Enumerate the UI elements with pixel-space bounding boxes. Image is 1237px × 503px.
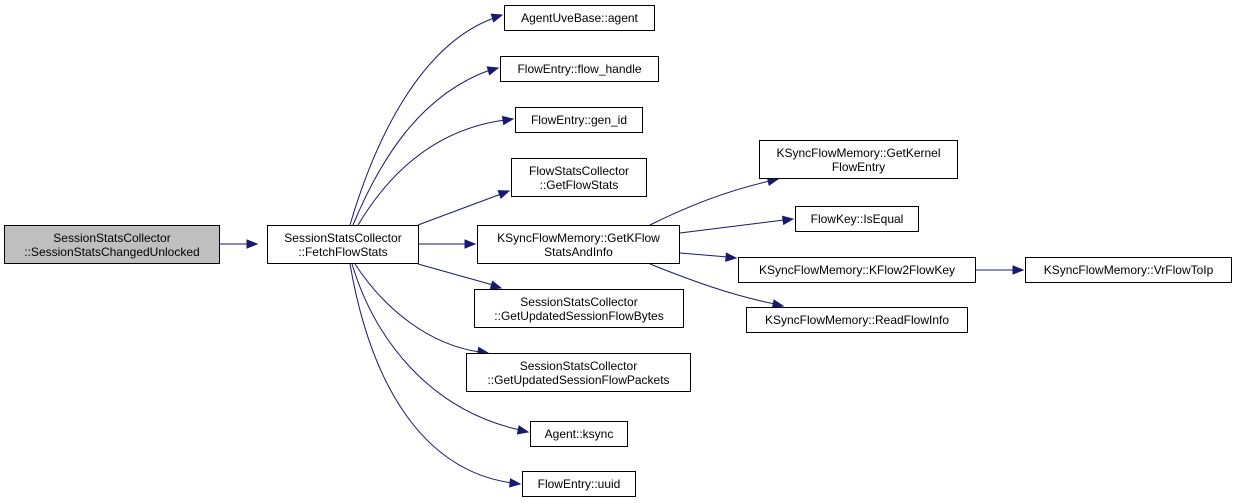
edge-fetch-ksync-arrowhead <box>516 425 530 435</box>
node-ksync-read-flow-info[interactable]: KSyncFlowMemory::ReadFlowInfo <box>746 307 968 333</box>
edge-fetch-flowhandle-arrowhead <box>486 66 500 76</box>
node-ksync-get-kernel-flow-entry[interactable]: KSyncFlowMemory::GetKernel FlowEntry <box>759 140 958 179</box>
node-session-stats-changed-unlocked[interactable]: SessionStatsCollector ::SessionStatsChan… <box>4 225 220 264</box>
node-ksync-get-kflow-stats-and-info[interactable]: KSyncFlowMemory::GetKFlow StatsAndInfo <box>477 225 680 264</box>
edge-getkflow-isequal-arrowhead <box>781 215 795 226</box>
node-flow-stats-collector-get-flow-stats[interactable]: FlowStatsCollector ::GetFlowStats <box>511 158 647 197</box>
edge-fetch-genid <box>357 119 506 226</box>
node-label-line: KSyncFlowMemory::ReadFlowInfo <box>764 313 950 327</box>
node-ksync-kflow2-flow-key[interactable]: KSyncFlowMemory::KFlow2FlowKey <box>738 257 976 283</box>
edge-fetch-agentuve <box>349 17 495 226</box>
node-agent-ksync[interactable]: Agent::ksync <box>530 421 628 447</box>
edge-fetch-flowhandle <box>352 69 491 226</box>
node-get-updated-session-flow-bytes[interactable]: SessionStatsCollector ::GetUpdatedSessio… <box>474 289 684 328</box>
edge-getkflow-isequal <box>679 219 785 234</box>
node-flow-entry-gen-id[interactable]: FlowEntry::gen_id <box>515 107 643 133</box>
edge-fetch-bytes-arrowhead <box>489 280 503 290</box>
node-label-line: SessionStatsCollector <box>519 358 638 373</box>
edge-root-fetch-arrowhead <box>246 239 259 249</box>
node-flow-entry-flow-handle[interactable]: FlowEntry::flow_handle <box>500 56 659 82</box>
node-label-line: AgentUveBase::agent <box>521 11 638 25</box>
node-label-line: ::GetUpdatedSessionFlowBytes <box>494 308 664 323</box>
edge-fetch-genid-arrowhead <box>501 115 515 126</box>
node-label-line: StatsAndInfo <box>544 244 613 259</box>
node-flow-key-is-equal[interactable]: FlowKey::IsEqual <box>795 206 919 232</box>
node-label-line: FlowEntry::gen_id <box>530 113 628 127</box>
node-label-line: SessionStatsCollector <box>520 294 638 309</box>
node-agent-uve-base-agent[interactable]: AgentUveBase::agent <box>504 5 655 31</box>
node-fetch-flow-stats[interactable]: SessionStatsCollector ::FetchFlowStats <box>267 225 419 264</box>
edge-fetch-packets <box>354 263 481 353</box>
edge-getkflow-readflow <box>649 263 776 305</box>
node-ksync-vr-flow-to-ip[interactable]: KSyncFlowMemory::VrFlowToIp <box>1025 257 1232 283</box>
node-label-line: ::SessionStatsChangedUnlocked <box>24 244 200 259</box>
node-flow-entry-uuid[interactable]: FlowEntry::uuid <box>522 471 636 497</box>
edge-fetch-bytes <box>417 263 494 286</box>
node-label-line: FlowEntry <box>831 159 886 174</box>
edge-fetch-getflowstats-arrowhead <box>497 190 511 200</box>
node-label-line: KSyncFlowMemory::VrFlowToIp <box>1043 263 1214 277</box>
edge-fetch-getflowstats <box>417 193 502 226</box>
edge-getkflow-kflow2 <box>679 252 729 258</box>
edge-kflow2-vrflow-arrowhead <box>1012 265 1025 275</box>
edge-fetch-uuid-arrowhead <box>509 478 522 488</box>
edge-fetch-agentuve-arrowhead <box>490 13 504 23</box>
node-label-line: KSyncFlowMemory::GetKernel <box>776 145 941 160</box>
node-label-line: SessionStatsCollector <box>284 230 402 245</box>
edge-getkflow-getkernel <box>649 180 771 226</box>
node-label-line: FlowEntry::uuid <box>537 477 621 491</box>
node-label-line: KSyncFlowMemory::GetKFlow <box>497 230 660 245</box>
node-label-line: KSyncFlowMemory::KFlow2FlowKey <box>758 263 956 277</box>
node-label-line: ::GetFlowStats <box>539 177 619 192</box>
node-label-line: ::GetUpdatedSessionFlowPackets <box>487 372 670 387</box>
node-label-line: SessionStatsCollector <box>53 230 171 245</box>
node-label-line: FlowStatsCollector <box>528 163 630 178</box>
edge-fetch-uuid <box>349 263 513 484</box>
node-label-line: Agent::ksync <box>544 427 614 441</box>
node-label-line: ::FetchFlowStats <box>298 244 388 259</box>
edge-getkflow-readflow-arrowhead <box>771 299 785 309</box>
node-label-line: FlowKey::IsEqual <box>810 212 904 226</box>
node-label-line: FlowEntry::flow_handle <box>517 62 642 76</box>
edge-fetch-getkflow-arrowhead <box>464 239 477 249</box>
edge-getkflow-kflow2-arrowhead <box>725 252 738 262</box>
node-get-updated-session-flow-packets[interactable]: SessionStatsCollector ::GetUpdatedSessio… <box>466 353 691 392</box>
edge-fetch-ksync <box>351 263 521 431</box>
